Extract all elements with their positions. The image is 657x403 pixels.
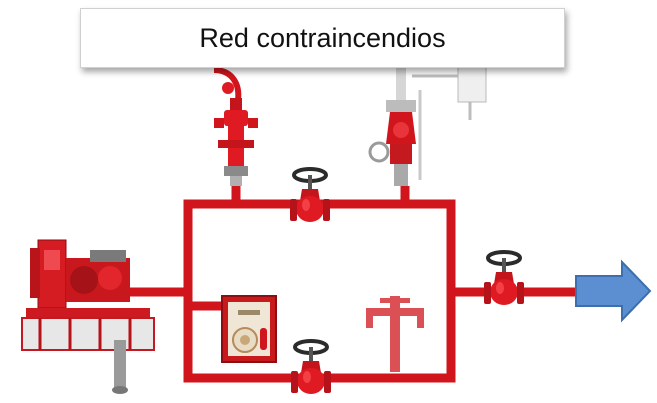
diagram-title: Red contraincendios (80, 8, 565, 68)
fire-hydrant-icon (213, 67, 258, 186)
gate-valve-icon (288, 167, 332, 224)
deluge-valve-station-icon (368, 65, 487, 186)
gate-valve-icon (289, 339, 333, 396)
sprinkler-riser-icon (366, 296, 424, 372)
hose-reel-cabinet-icon (221, 295, 277, 363)
fire-pump-unit-icon (21, 239, 155, 394)
flow-arrow-icon (575, 259, 652, 323)
gate-valve-icon (482, 250, 526, 307)
